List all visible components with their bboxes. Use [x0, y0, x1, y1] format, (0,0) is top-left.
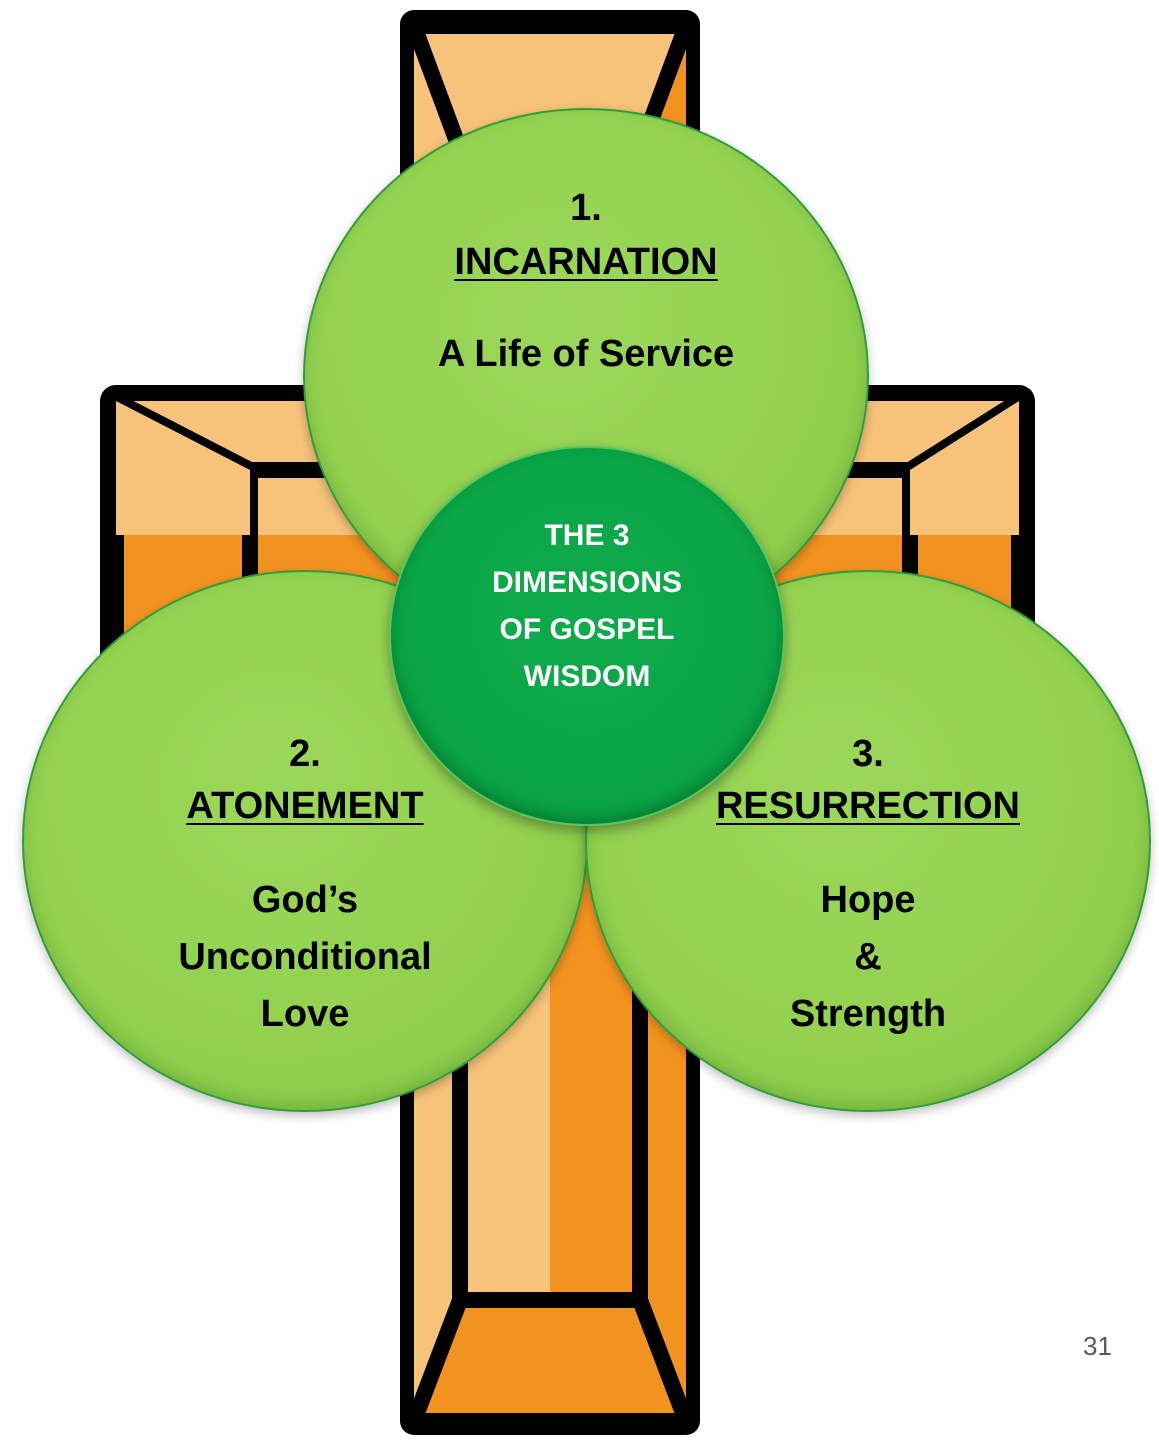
- atonement-line: God’s: [251, 879, 359, 921]
- resurrection-number: 3.: [852, 733, 884, 775]
- atonement-description: God’s Unconditional Love: [178, 872, 431, 1043]
- incarnation-heading: INCARNATION: [454, 241, 718, 283]
- atonement-number: 2.: [289, 733, 321, 775]
- atonement-line: Unconditional: [178, 936, 432, 978]
- center-title: THE 3 DIMENSIONS OF GOSPEL WISDOM: [492, 512, 682, 700]
- resurrection-line: Hope: [820, 879, 916, 921]
- center-circle: THE 3 DIMENSIONS OF GOSPEL WISDOM: [389, 446, 785, 826]
- incarnation-subtitle: A Life of Service: [437, 333, 735, 375]
- resurrection-line: Strength: [789, 993, 947, 1035]
- atonement-line: Love: [260, 993, 350, 1035]
- resurrection-circle: 3. RESURRECTION Hope & Strength: [585, 570, 1151, 1112]
- atonement-heading: ATONEMENT: [186, 785, 424, 827]
- center-title-line: DIMENSIONS: [491, 566, 683, 599]
- resurrection-description: Hope & Strength: [790, 872, 946, 1043]
- center-title-line: WISDOM: [523, 660, 651, 693]
- page-number: 31: [1083, 1331, 1112, 1361]
- resurrection-line: &: [854, 936, 882, 978]
- center-title-line: THE 3: [544, 519, 630, 552]
- incarnation-number: 1.: [570, 187, 602, 229]
- resurrection-heading: RESURRECTION: [715, 785, 1021, 827]
- incarnation-circle: 1. INCARNATION A Life of Service: [303, 108, 869, 644]
- center-title-line: OF GOSPEL: [499, 613, 675, 646]
